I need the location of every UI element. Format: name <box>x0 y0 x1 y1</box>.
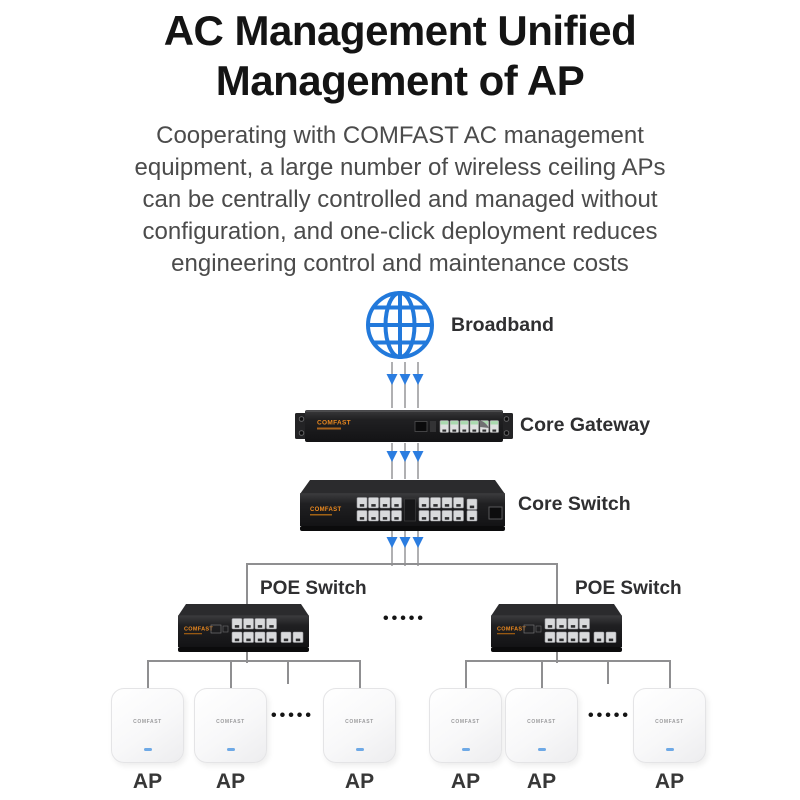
poe-switch-right-device: COMFAST <box>491 604 622 652</box>
connector-line <box>607 660 609 684</box>
page-title-line1: AC Management Unified <box>163 7 637 54</box>
broadband-label: Broadband <box>451 314 554 336</box>
brand-logo: COMFAST <box>216 719 245 725</box>
connector-line <box>246 563 558 565</box>
ap-device: COMFAST <box>505 688 578 763</box>
connector-line <box>147 660 361 662</box>
ap-device: COMFAST <box>194 688 267 763</box>
ap-label: AP <box>450 770 481 793</box>
gateway-emblem-icon <box>479 420 489 428</box>
status-led <box>143 747 152 751</box>
ellipsis-dots: ••••• <box>383 610 427 627</box>
connector-line <box>359 660 361 688</box>
connector-line <box>147 660 149 688</box>
core-switch-device: COMFAST <box>300 480 505 531</box>
brand-logo: COMFAST <box>345 719 374 725</box>
globe-icon <box>366 291 434 359</box>
description-line: engineering control and maintenance cost… <box>171 250 629 277</box>
ap-label: AP <box>215 770 246 793</box>
connector-line <box>669 660 671 688</box>
page-title-line2: Management of AP <box>215 57 585 104</box>
description-line: can be centrally controlled and managed … <box>142 186 658 213</box>
status-led <box>461 747 470 751</box>
ap-label: AP <box>344 770 375 793</box>
brand-logo: COMFAST <box>317 420 351 427</box>
down-arrows-icon <box>386 362 424 408</box>
core-switch-label: Core Switch <box>518 493 631 515</box>
brand-logo: COMFAST <box>527 719 556 725</box>
brand-logo: COMFAST <box>497 627 526 633</box>
brand-logo: COMFAST <box>184 627 213 633</box>
ellipsis-dots: ••••• <box>271 707 315 724</box>
connector-line <box>541 660 543 688</box>
description-line: equipment, a large number of wireless ce… <box>134 154 666 181</box>
description-line: configuration, and one-click deployment … <box>142 218 658 245</box>
ap-device: COMFAST <box>633 688 706 763</box>
ap-label: AP <box>132 770 163 793</box>
page-description: Cooperating with COMFAST AC management e… <box>0 120 800 280</box>
ap-device: COMFAST <box>323 688 396 763</box>
status-led <box>355 747 364 751</box>
connector-line <box>230 660 232 688</box>
page-title: AC Management Unified Management of AP <box>0 6 800 106</box>
connector-line <box>465 660 467 688</box>
ap-label: AP <box>526 770 557 793</box>
poe-switch-right-label: POE Switch <box>575 578 682 599</box>
poe-switch-left-device: COMFAST <box>178 604 309 652</box>
ellipsis-dots: ••••• <box>588 707 632 724</box>
down-arrows-icon <box>386 529 424 566</box>
brand-logo: COMFAST <box>310 507 341 513</box>
core-gateway-label: Core Gateway <box>520 414 651 436</box>
ap-device: COMFAST <box>111 688 184 763</box>
brand-logo: COMFAST <box>655 719 684 725</box>
ap-device: COMFAST <box>429 688 502 763</box>
poe-switch-left-label: POE Switch <box>260 578 367 599</box>
connector-line <box>465 660 671 662</box>
brand-logo: COMFAST <box>451 719 480 725</box>
connector-line <box>287 660 289 684</box>
core-gateway-device: COMFAST <box>295 410 513 442</box>
description-line: Cooperating with COMFAST AC management <box>156 122 644 149</box>
status-led <box>226 747 235 751</box>
down-arrows-icon <box>386 443 424 479</box>
ap-label: AP <box>654 770 685 793</box>
brand-logo: COMFAST <box>133 719 162 725</box>
status-led <box>537 747 546 751</box>
status-led <box>665 747 674 751</box>
